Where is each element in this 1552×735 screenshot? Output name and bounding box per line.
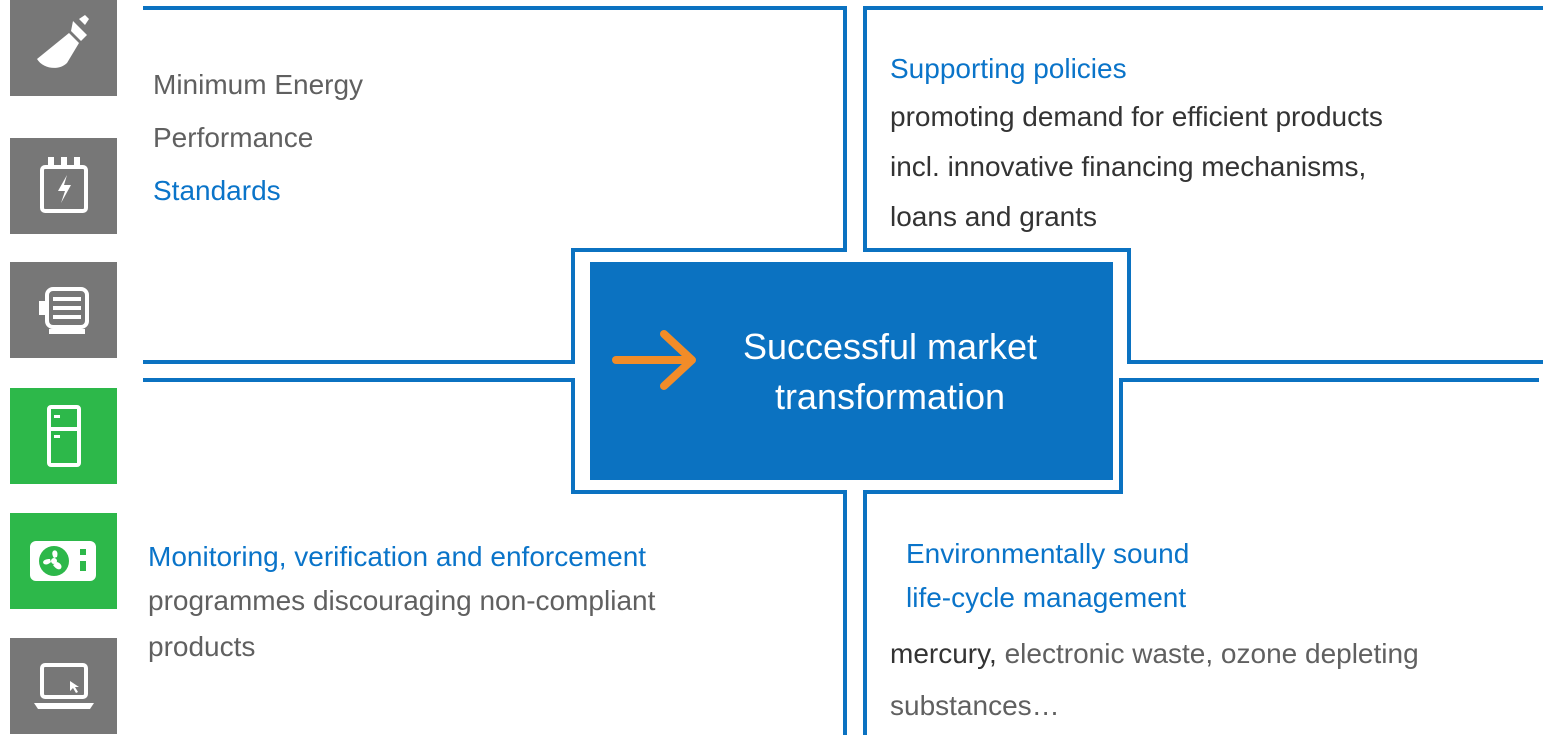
mep-line1: Minimum Energy [153,69,364,100]
transformer-icon [10,138,117,234]
laptop-icon [10,638,117,734]
top-right-text: Supporting policies promoting demand for… [890,52,1383,242]
supporting-policies-line1: promoting demand for efficient products [890,101,1383,132]
supporting-policies-line2: incl. innovative financing mechanisms, [890,151,1367,182]
refrigerator-icon [10,388,117,484]
top-right-border [863,6,1543,364]
monitoring-heading: Monitoring, verification and enforcement [148,541,647,572]
bottom-right-border [863,378,1539,735]
monitoring-line1: programmes discouraging non-compliant [148,585,656,616]
bottom-right-text: Environmentally sound life-cycle managem… [906,537,1189,615]
environmental-heading-line1: Environmentally sound [906,538,1190,569]
orange-arrow-icon [612,330,696,390]
supporting-policies-line3: loans and grants [890,201,1098,232]
motor-icon [10,262,117,358]
bottom-left-text: Monitoring, verification and enforcement… [148,540,655,670]
bottom-left-border [143,378,847,735]
center-title-line1: Successful market [742,326,1038,367]
standards-label: Standards [153,175,281,206]
environmental-line1: mercury, electronic waste, ozone depleti… [890,628,1419,680]
environmental-line1-rest: electronic waste, ozone depleting [996,638,1419,669]
center-title-line2: transformation [774,376,1006,417]
mep-line2: Performance [153,122,314,153]
center-title: Successful market transformation [690,322,1090,422]
top-left-border [143,6,847,364]
supporting-policies-heading: Supporting policies [890,53,1127,84]
environmental-heading-line2: life-cycle management [906,582,1187,613]
environmental-line2: substances… [890,690,1060,721]
monitoring-line2: products [148,631,256,662]
top-left-text: Minimum Energy Performance Standards [153,58,363,217]
air-conditioner-icon [10,513,117,609]
lamp-icon [10,0,117,96]
bottom-right-body: mercury, electronic waste, ozone depleti… [890,628,1419,732]
mercury-label: mercury, [890,638,997,669]
